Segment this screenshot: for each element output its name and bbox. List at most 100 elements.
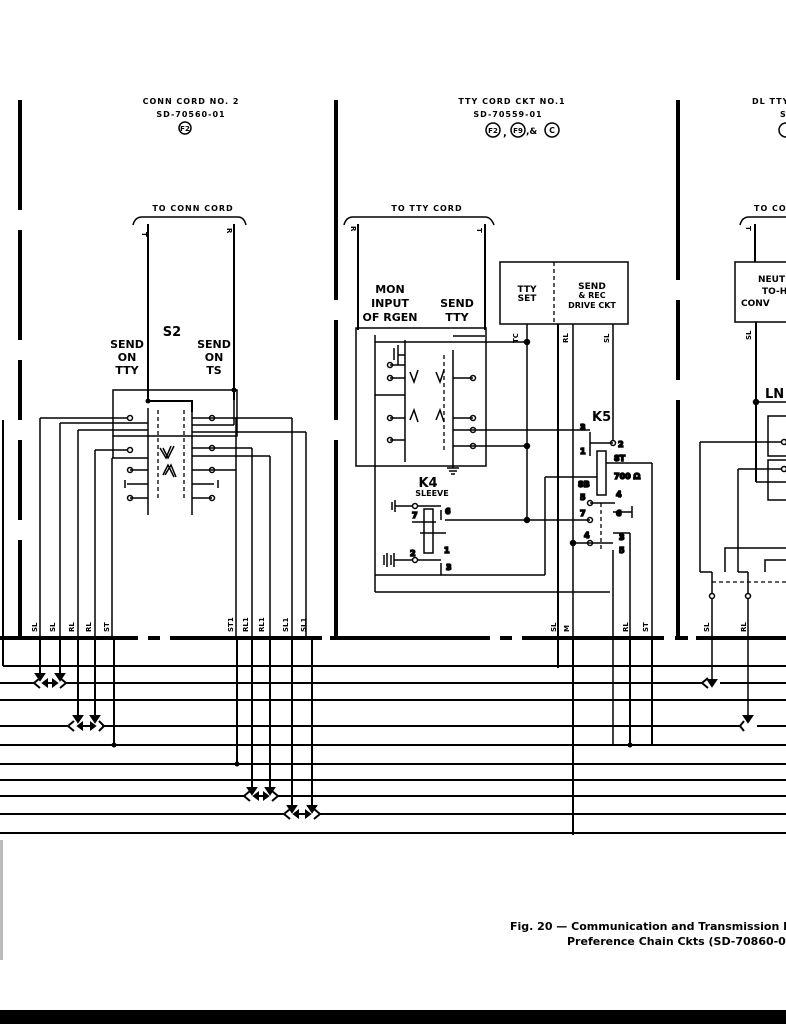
terminal-label: 8B — [578, 480, 590, 489]
ref-label: F9 — [513, 127, 523, 135]
lead-label: SL — [550, 622, 558, 632]
lead-label-t: T — [475, 228, 483, 233]
terminal-label: 5 — [580, 493, 586, 502]
terminal-label: 1 — [580, 447, 586, 456]
terminal-label: 7 — [412, 511, 418, 520]
terminal-label: 2 — [410, 549, 416, 558]
terminal-label: 3 — [446, 563, 452, 572]
switch-label: TS — [206, 364, 222, 377]
terminal-label: 8T — [614, 454, 626, 463]
key-label: SEND — [440, 297, 474, 310]
horizontal-leads — [0, 665, 786, 834]
ref-label: C — [549, 126, 555, 135]
lead-label-t: T — [140, 232, 148, 237]
dl-tty-circuit: TO CO T NEUT TO-H CONV SL LN — [699, 204, 786, 718]
lead-label: SL — [603, 333, 611, 343]
tty-set-box — [499, 261, 629, 325]
drawing-number: SD-70559-01 — [473, 110, 542, 119]
connector-label: TO CONN CORD — [152, 204, 233, 213]
connector-label: TO CO — [754, 204, 786, 213]
converter-box — [734, 261, 786, 323]
terminal-label: 7 — [580, 509, 586, 518]
lead-label: TC — [512, 333, 520, 343]
ref-circle — [544, 122, 560, 138]
key-label: OF RGEN — [363, 311, 418, 324]
jack-symbol — [738, 715, 754, 732]
bus-lead-labels: SL SL RL RL ST ST1 RL1 RL1 SL1 SL1 SL M … — [31, 617, 748, 632]
lead-label-r: R — [349, 226, 357, 232]
switch-label: ON — [118, 351, 137, 364]
lead-label: RL1 — [258, 617, 266, 632]
conn-cord-circuit: TO CONN CORD T R S2 SEND ON TTY SEND ON … — [39, 204, 307, 638]
lead-label: SL — [31, 622, 39, 632]
section-header-tty-cord: TTY CORD CKT NO.1 SD-70559-01 F2 , F9 ,&… — [458, 97, 565, 139]
lead-label: RL — [85, 622, 93, 632]
box-label: TTY — [517, 285, 536, 295]
lead-label-t: T — [744, 226, 752, 231]
lead-label: M — [563, 625, 571, 632]
connector-label: TO TTY CORD — [391, 204, 462, 213]
key-label: INPUT — [371, 297, 409, 310]
relay-k5: 3 2 1 8T 700 Ω 8B 5 4 7 6 4 3 5 — [375, 422, 653, 745]
jack-symbols — [32, 673, 754, 820]
ref-circle — [178, 121, 192, 135]
lead-label: SL — [745, 330, 753, 340]
switch-s2-frame — [112, 389, 238, 437]
drawing-number: S — [780, 110, 786, 119]
ref-circle — [510, 122, 526, 138]
terminal-label: 6 — [616, 509, 622, 518]
ref-circle — [778, 122, 786, 138]
lead-label: RL1 — [242, 617, 250, 632]
section-title: CONN CORD NO. 2 — [143, 97, 240, 106]
section-title: DL TTY — [752, 97, 786, 106]
ref-separator: ,& — [526, 127, 537, 137]
box-label: & REC — [578, 291, 605, 300]
lead-label: SL — [49, 622, 57, 632]
tty-cord-circuit: TO TTY CORD R T MON INPUT OF RGEN SEND T… — [343, 204, 653, 835]
lead-label: SL — [703, 622, 711, 632]
connector-bracket — [343, 216, 495, 226]
section-title: TTY CORD CKT NO.1 — [458, 97, 565, 106]
bus-drops — [2, 324, 653, 835]
jack-symbol — [700, 677, 718, 689]
terminal-label: 3 — [619, 533, 625, 542]
terminal-label: 4 — [616, 490, 622, 499]
ref-label: F2 — [180, 125, 190, 133]
switch-label: SEND — [110, 338, 144, 351]
switch-label: TTY — [115, 364, 139, 377]
lead-label: ST1 — [227, 617, 235, 632]
scan-edge-left — [0, 840, 3, 960]
lead-label-r: R — [225, 228, 233, 234]
switch-name: S2 — [163, 325, 181, 340]
connector-bracket — [132, 216, 247, 226]
key-label: MON — [375, 283, 405, 296]
ln-label: LN — [765, 387, 784, 402]
switch-label: ON — [205, 351, 224, 364]
lead-label: RL — [740, 622, 748, 632]
box-label: SET — [518, 294, 538, 304]
box-label: CONV — [741, 299, 770, 309]
ref-label: F2 — [488, 127, 498, 135]
scan-edge-band — [0, 1010, 786, 1024]
switch-label: SEND — [197, 338, 231, 351]
section-dividers — [18, 100, 680, 638]
jack-symbol — [242, 787, 280, 802]
jack-symbol — [66, 715, 106, 732]
section-header-conn-cord: CONN CORD NO. 2 SD-70560-01 F2 — [143, 97, 240, 135]
box-label: SEND — [578, 282, 606, 292]
drawing-number: SD-70560-01 — [156, 110, 225, 119]
relay-k5-label: K5 — [592, 410, 611, 425]
jack-symbol — [32, 673, 68, 689]
relay-k4-label: K4 — [418, 476, 437, 491]
lead-label: RL — [68, 622, 76, 632]
lead-label: ST — [642, 622, 650, 632]
key-frame — [355, 327, 487, 467]
box-label: DRIVE CKT — [568, 301, 616, 310]
terminal-label: 2 — [618, 440, 624, 449]
terminal-label: 6 — [445, 507, 451, 516]
ref-separator: , — [503, 128, 507, 139]
section-header-dl-tty: DL TTY S — [752, 97, 786, 138]
terminal-label: 5 — [619, 546, 625, 555]
terminal-label: 700 Ω — [614, 472, 640, 481]
